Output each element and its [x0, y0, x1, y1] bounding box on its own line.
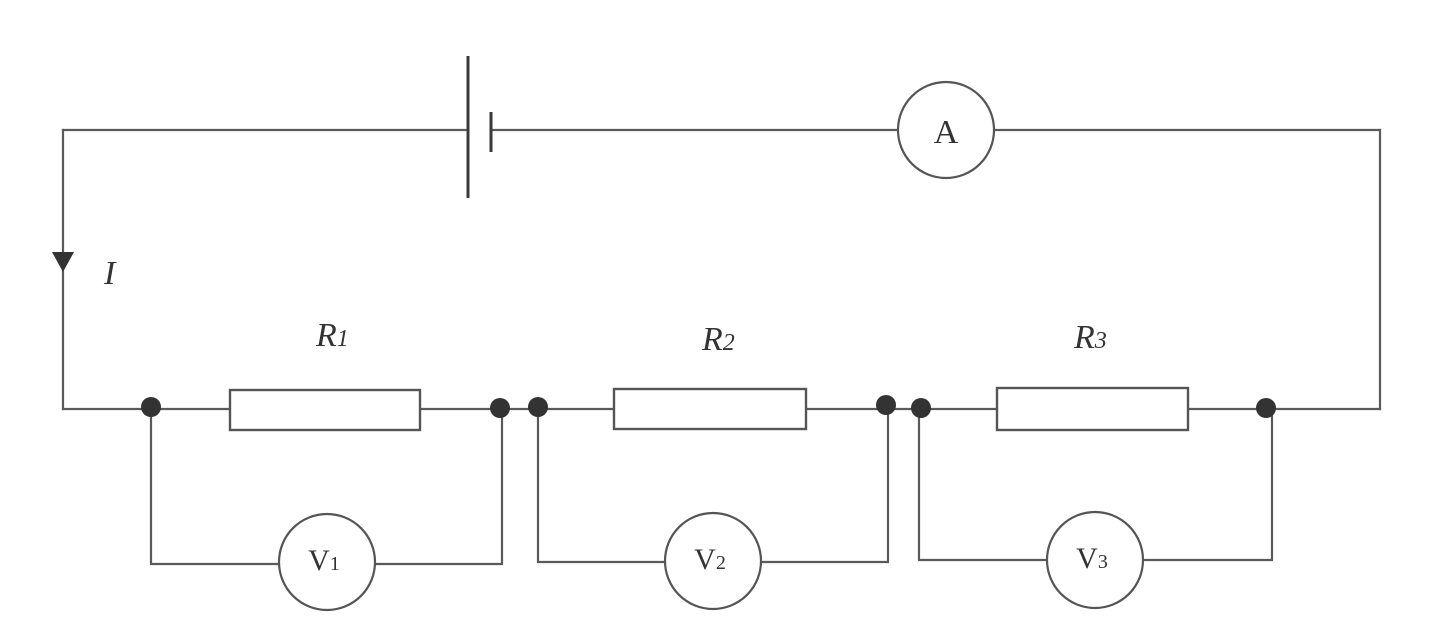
resistor-r2: R2: [612, 321, 808, 431]
resistor-r3-body: [995, 386, 1190, 432]
resistor-r2-body: [612, 387, 808, 431]
voltmeter-v1-name: V: [308, 544, 330, 577]
v2-wire-right: [760, 407, 890, 564]
resistor-r1-body: [228, 388, 422, 432]
battery: [466, 56, 493, 198]
voltmeter-v1-sub: 1: [330, 553, 340, 575]
resistor-r1-label: R1: [315, 317, 349, 354]
current-arrow-icon: [52, 252, 74, 272]
junction-node: [876, 395, 896, 415]
v3-wire-right: [1142, 407, 1274, 562]
v3-wire-left: [917, 407, 1048, 562]
current-indicator: I: [52, 252, 117, 292]
junction-node: [141, 397, 161, 417]
v1-wire-left: [149, 407, 280, 566]
junction-node: [490, 398, 510, 418]
voltmeter-v2-label: V2: [694, 543, 726, 576]
ammeter-label: A: [934, 114, 959, 151]
voltmeter-v2-sub: 2: [716, 552, 726, 574]
voltmeter-v3-name: V: [1076, 542, 1098, 575]
resistor-r1-sub: 1: [337, 326, 349, 352]
resistor-r3: R3: [995, 319, 1190, 432]
resistor-r3-sub: 3: [1094, 328, 1107, 354]
resistor-r2-sub: 2: [723, 330, 735, 356]
junction-node: [911, 398, 931, 418]
voltmeter-v3-circle: [1045, 510, 1145, 610]
v1-wire-right: [374, 407, 504, 566]
current-label: I: [103, 255, 117, 292]
junction-nodes: [141, 395, 1276, 418]
resistor-r2-label: R2: [701, 321, 735, 358]
v2-wire-left: [536, 407, 666, 564]
junction-node: [1256, 398, 1276, 418]
resistor-r3-label: R3: [1073, 319, 1107, 356]
ammeter: A: [896, 80, 996, 180]
voltmeter-v1-branch: V1: [149, 407, 504, 612]
voltmeter-v2-branch: V2: [536, 407, 890, 611]
resistor-r3-name: R: [1073, 319, 1095, 356]
voltmeter-v3-branch: V3: [917, 407, 1274, 610]
voltmeter-v2-circle: [663, 511, 763, 611]
voltmeter-v1-circle: [277, 512, 377, 612]
resistor-r1-name: R: [315, 317, 337, 354]
voltmeter-v1-label: V1: [308, 544, 340, 577]
resistor-r1: R1: [228, 317, 422, 432]
main-loop-wires: [61, 128, 1382, 411]
voltmeter-v3-label: V3: [1076, 542, 1108, 575]
voltmeter-v2-name: V: [694, 543, 716, 576]
junction-node: [528, 397, 548, 417]
voltmeter-v3-sub: 3: [1098, 551, 1108, 573]
ammeter-circle: [896, 80, 996, 180]
resistor-r2-name: R: [701, 321, 723, 358]
